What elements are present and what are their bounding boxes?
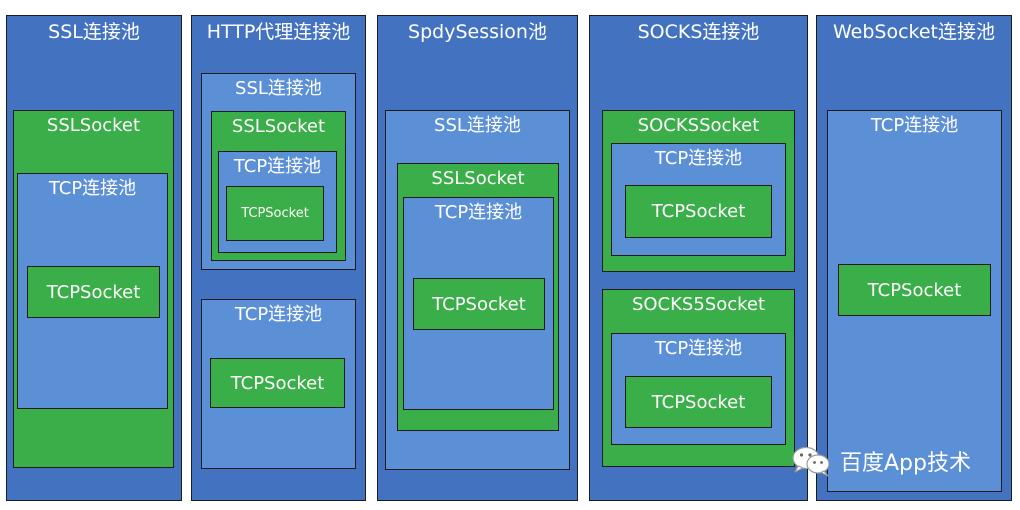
column-http-proxy-pool: HTTP代理连接池 SSL连接池 SSLSocket TCP连接池 TCPSoc… <box>191 15 366 501</box>
wechat-icon <box>792 446 830 477</box>
ssl-socket-label: SSLSocket <box>231 116 326 137</box>
tcp-pool-label: TCP连接池 <box>654 148 743 169</box>
tcp-pool-box: TCP连接池 TCPSocket <box>611 333 786 445</box>
tcp-pool-box: TCP连接池 TCPSocket <box>827 110 1002 492</box>
column-websocket-pool: WebSocket连接池 TCP连接池 TCPSocket <box>816 15 1012 501</box>
watermark-text: 百度App技术 <box>840 451 971 476</box>
ssl-pool-label: SSL连接池 <box>235 78 322 99</box>
tcp-socket-label: TCPSocket <box>432 293 526 315</box>
column-spdy-session-pool: SpdySession池 SSL连接池 SSLSocket TCP连接池 TCP… <box>377 15 578 501</box>
column-title: WebSocket连接池 <box>832 21 996 43</box>
tcp-socket-box: TCPSocket <box>625 185 772 238</box>
socks-socket-box: SOCKSSocket TCP连接池 TCPSocket <box>602 110 795 272</box>
tcp-socket-label: TCPSocket <box>241 206 309 221</box>
tcp-socket-label: TCPSocket <box>867 279 962 301</box>
tcp-pool-label: TCP连接池 <box>654 338 743 359</box>
tcp-socket-box: TCPSocket <box>226 186 324 241</box>
tcp-socket-label: TCPSocket <box>651 201 746 222</box>
tcp-socket-label: TCPSocket <box>651 391 746 413</box>
tcp-pool-box: TCP连接池 TCPSocket <box>201 299 356 469</box>
ssl-socket-label: SSLSocket <box>46 115 141 136</box>
tcp-socket-box: TCPSocket <box>838 264 991 316</box>
tcp-pool-label: TCP连接池 <box>48 178 137 199</box>
ssl-pool-label: SSL连接池 <box>434 115 521 136</box>
tcp-pool-box: TCP连接池 TCPSocket <box>218 151 337 253</box>
socks5-socket-label: SOCKS5Socket <box>631 294 766 315</box>
tcp-socket-box: TCPSocket <box>210 358 345 408</box>
socks5-socket-box: SOCKS5Socket TCP连接池 TCPSocket <box>602 289 795 467</box>
watermark: 百度App技术 <box>790 444 971 478</box>
tcp-socket-label: TCPSocket <box>46 281 141 303</box>
ssl-pool-box: SSL连接池 SSLSocket TCP连接池 TCPSocket <box>201 73 356 270</box>
column-title: SOCKS连接池 <box>637 21 760 43</box>
ssl-socket-label: SSLSocket <box>431 168 525 189</box>
column-ssl-pool: SSL连接池 SSLSocket TCP连接池 TCPSocket <box>6 15 182 501</box>
ssl-socket-box: SSLSocket TCP连接池 TCPSocket <box>13 110 174 468</box>
tcp-pool-label: TCP连接池 <box>434 202 523 223</box>
tcp-pool-box: TCP连接池 TCPSocket <box>403 197 554 410</box>
socks-socket-label: SOCKSSocket <box>637 115 760 136</box>
ssl-socket-box: SSLSocket TCP连接池 TCPSocket <box>211 111 346 261</box>
tcp-pool-box: TCP连接池 TCPSocket <box>611 143 786 256</box>
tcp-pool-label: TCP连接池 <box>233 156 322 177</box>
ssl-socket-box: SSLSocket TCP连接池 TCPSocket <box>397 163 559 431</box>
tcp-socket-box: TCPSocket <box>625 376 772 428</box>
ssl-pool-box: SSL连接池 SSLSocket TCP连接池 TCPSocket <box>385 110 570 470</box>
tcp-pool-box: TCP连接池 TCPSocket <box>17 173 168 409</box>
tcp-pool-label: TCP连接池 <box>870 115 959 136</box>
tcp-socket-box: TCPSocket <box>27 266 160 318</box>
tcp-pool-label: TCP连接池 <box>234 304 323 325</box>
column-title: SpdySession池 <box>408 21 547 43</box>
column-socks-pool: SOCKS连接池 SOCKSSocket TCP连接池 TCPSocket SO… <box>589 15 808 501</box>
column-title: HTTP代理连接池 <box>206 21 351 43</box>
tcp-socket-label: TCPSocket <box>230 372 325 394</box>
tcp-socket-box: TCPSocket <box>413 278 545 330</box>
column-title: SSL连接池 <box>48 21 140 43</box>
